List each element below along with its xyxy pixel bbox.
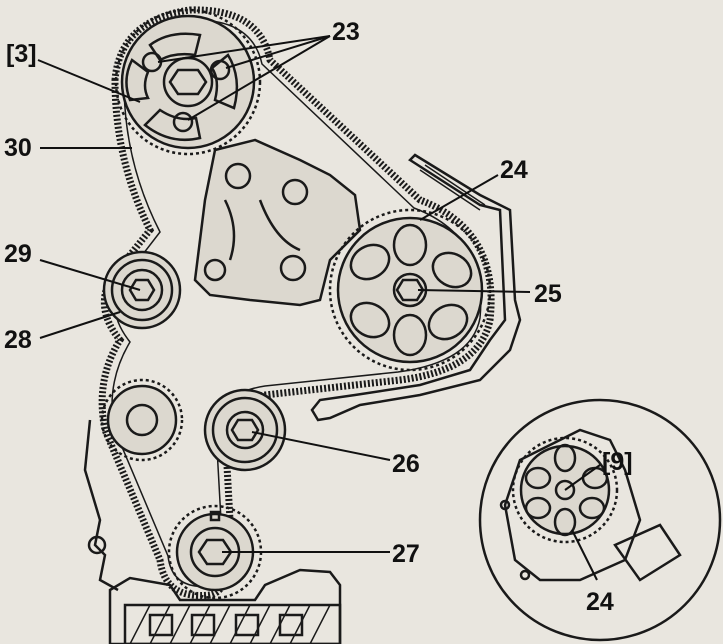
- pump-hub-hex: [395, 278, 425, 302]
- label-tensioner-bolt: 28: [4, 326, 32, 354]
- timing-cover-hatch: [419, 164, 486, 211]
- leader-tensioner: [39, 259, 141, 291]
- camshaft-sprocket: [114, 8, 262, 156]
- label-crank-ref: [3]: [6, 40, 37, 68]
- leader-bolts-1: [157, 35, 331, 63]
- camshaft-bolt-2: [209, 59, 231, 81]
- label-pump-bolt: 25: [534, 280, 562, 308]
- camshaft-bolt-3: [172, 111, 194, 133]
- label-belt: 30: [4, 134, 32, 162]
- timing-cover-right: [310, 153, 522, 422]
- leader-bolts-3: [187, 35, 331, 121]
- crankcase-base: [108, 568, 342, 644]
- bracket-boss-1: [224, 162, 252, 190]
- label-inset-ref: [9]: [602, 448, 633, 476]
- bracket-rib: [223, 199, 301, 261]
- bracket-boss-4: [279, 254, 307, 282]
- idler-pulley: [203, 388, 287, 472]
- leader-inset-ref: [564, 464, 601, 491]
- leader-crank-ref: [37, 59, 141, 103]
- block-dowel: [87, 535, 107, 555]
- bracket-boss-3: [203, 258, 227, 282]
- bracket-boss-2: [281, 178, 309, 206]
- timing-belt: [98, 6, 495, 600]
- camshaft-hub-hex: [168, 68, 208, 96]
- engine-block-left-edge: [83, 419, 119, 592]
- label-pump-sprocket: 24: [500, 156, 528, 184]
- label-camshaft-bolts: 23: [332, 18, 360, 46]
- leader-idler: [251, 431, 391, 461]
- label-crankshaft-sprocket: 27: [392, 540, 420, 568]
- label-tensioner-pulley: 29: [4, 240, 32, 268]
- label-idler-pulley: 26: [392, 450, 420, 478]
- leader-pump-bolt: [417, 289, 531, 293]
- leader-tensioner-bolt: [39, 311, 121, 339]
- leader-pump-sprocket: [419, 174, 499, 221]
- label-inset-part: 24: [586, 588, 614, 616]
- mounting-bracket: [193, 138, 362, 307]
- auxiliary-sprocket: [100, 378, 184, 462]
- tensioner-pulley: [102, 250, 182, 330]
- leader-inset-part: [571, 529, 598, 581]
- pump-sprocket: [328, 208, 492, 372]
- leader-bolts-2: [225, 35, 331, 69]
